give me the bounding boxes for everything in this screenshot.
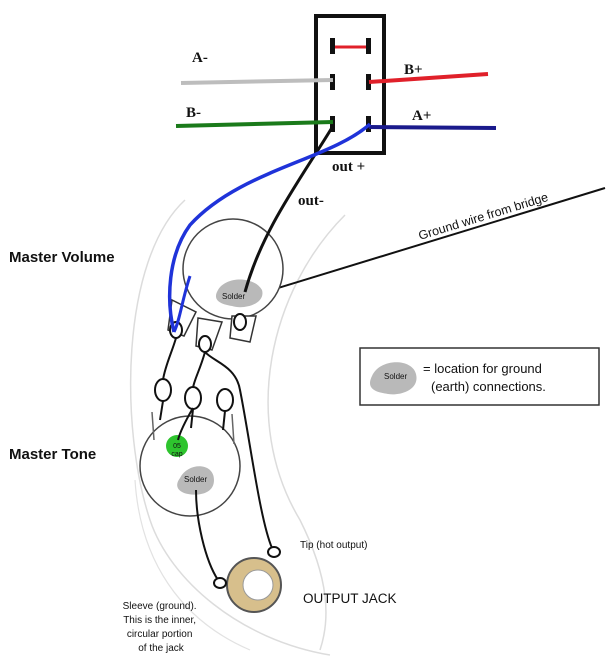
tone-lug-1 [154,378,172,402]
volume-lug-3 [233,313,247,331]
label-volume-solder: Solder [222,292,245,301]
label-sleeve-line1: Sleeve (ground). [123,601,197,612]
legend-solder-blob [369,362,417,395]
legend-solder-label: Solder [384,372,407,381]
jack-tip-lug [267,546,281,558]
tone-lug-leads [159,400,226,431]
wire-a-minus [180,78,334,85]
body-outline-left [129,199,331,656]
volume-solder-blob [215,279,263,308]
output-jack-center [242,569,274,601]
label-cap-line2: cap [171,451,182,458]
label-master-tone: Master Tone [9,446,96,463]
label-tip: Tip (hot output) [300,540,367,551]
label-sleeve-line3: circular portion [127,629,193,640]
tone-lug-2 [184,386,202,410]
label-ground-wire: Ground wire from bridge [417,190,550,243]
label-sleeve-line2: This is the inner, [123,615,196,626]
cap-icon [166,435,188,457]
wire-hot-to-tip [204,351,273,549]
wire-out-plus-tail [172,275,192,333]
label-tone-solder: Solder [184,475,207,484]
volume-pot-tabs [167,298,257,351]
tone-pot-bracket [151,411,235,445]
label-sleeve-line4: of the jack [138,643,185,654]
volume-lug-2 [198,335,212,353]
label-a-plus: A+ [412,108,431,124]
label-out-minus: out- [298,193,324,209]
label-cap-line1: 05 [173,443,181,450]
wire-vol-to-tone-2 [192,351,206,389]
label-b-plus: B+ [404,62,423,78]
body-outline-bottom [134,479,251,651]
jack-sleeve-lug [213,577,227,589]
label-b-minus: B- [186,105,201,121]
wire-out-plus [167,122,372,333]
wire-b-minus [175,120,334,128]
switch-body [314,14,386,155]
legend-text-line1: = location for ground [423,361,542,376]
wire-out-minus [243,125,335,293]
wire-a-plus [368,125,497,130]
legend-text-line2: (earth) connections. [431,379,546,394]
tone-pot [139,415,241,517]
label-output-jack: OUTPUT JACK [303,591,397,606]
wire-tone-cap [177,407,194,441]
label-sleeve: Sleeve (ground). This is the inner, circ… [123,601,200,654]
wire-b-plus [368,72,489,84]
label-master-volume: Master Volume [9,249,115,266]
tone-lug-3 [216,388,234,412]
label-a-minus: A- [192,50,208,66]
tone-solder-blob [177,466,214,495]
label-out-plus: out + [332,159,365,175]
wire-vol-to-tone-1 [162,337,177,381]
wire-ground-to-sleeve [195,489,219,581]
ground-wire-bridge [251,187,606,297]
